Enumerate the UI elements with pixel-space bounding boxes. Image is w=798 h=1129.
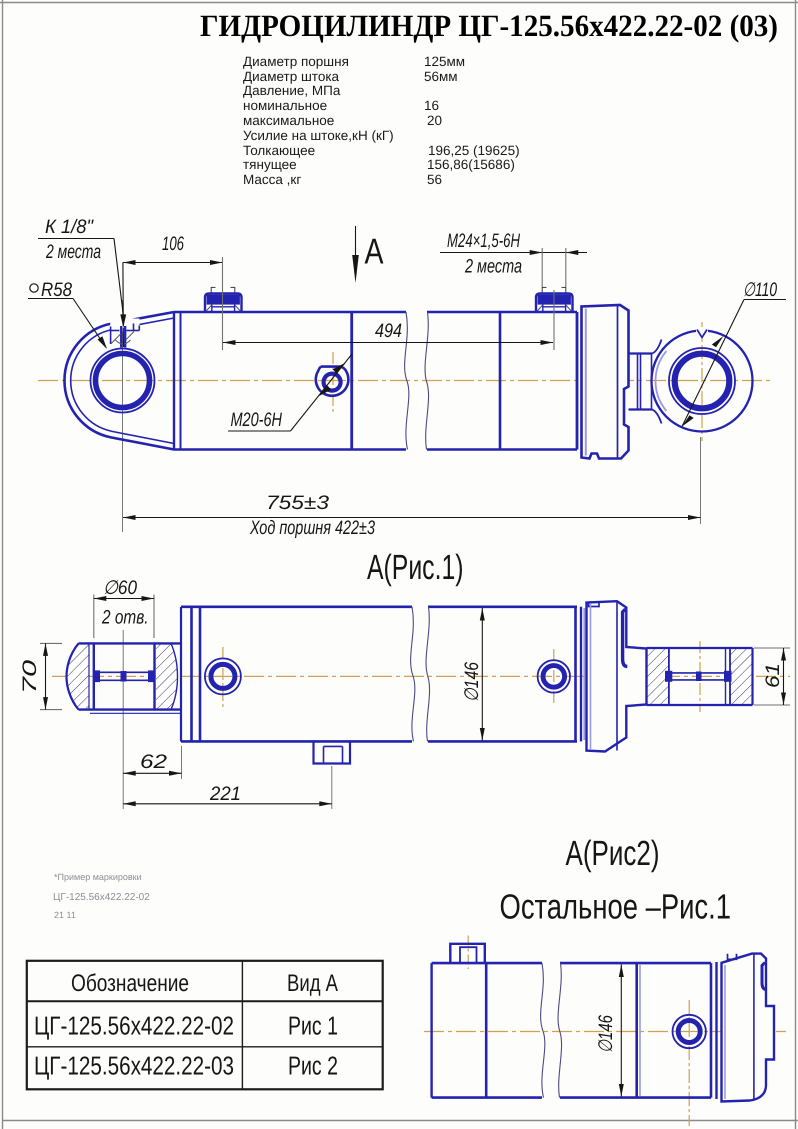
svg-text:тянущее: тянущее xyxy=(243,157,297,172)
svg-text:494: 494 xyxy=(375,320,402,342)
svg-text:2 места: 2 места xyxy=(464,256,522,278)
svg-text:Диаметр штока: Диаметр штока xyxy=(243,69,340,84)
svg-text:16: 16 xyxy=(424,98,439,113)
svg-text:21 11: 21 11 xyxy=(54,910,76,920)
svg-text:61: 61 xyxy=(762,663,784,688)
svg-text:К 1/8": К 1/8" xyxy=(45,216,94,238)
svg-text:∅146: ∅146 xyxy=(595,1015,617,1053)
svg-text:Ход поршня 422±3: Ход поршня 422±3 xyxy=(249,517,375,539)
svg-text:Рис 2: Рис 2 xyxy=(288,1051,338,1081)
svg-text:106: 106 xyxy=(162,233,184,255)
svg-text:ЦГ-125.56х422.22-02: ЦГ-125.56х422.22-02 xyxy=(53,892,150,903)
svg-text:*Пример маркировки: *Пример маркировки xyxy=(54,872,142,882)
svg-text:Усилие на штоке,кН (кГ): Усилие на штоке,кН (кГ) xyxy=(243,128,394,143)
svg-text:70: 70 xyxy=(19,660,41,694)
svg-text:Вид А: Вид А xyxy=(287,970,338,997)
svg-text:Толкающее: Толкающее xyxy=(243,143,315,158)
svg-text:М20-6Н: М20-6Н xyxy=(231,409,283,431)
svg-text:Давление, МПа: Давление, МПа xyxy=(243,83,341,98)
svg-text:62: 62 xyxy=(140,751,167,773)
svg-text:56: 56 xyxy=(427,172,442,187)
svg-text:∅110: ∅110 xyxy=(743,279,777,301)
svg-text:∅146: ∅146 xyxy=(461,662,483,702)
svg-text:Диаметр поршня: Диаметр поршня xyxy=(243,54,349,69)
svg-text:номинальное: номинальное xyxy=(243,98,327,113)
svg-text:А: А xyxy=(365,231,384,272)
svg-text:Масса ,кг: Масса ,кг xyxy=(243,172,301,187)
svg-text:Рис 1: Рис 1 xyxy=(288,1011,338,1041)
svg-text:ГИДРОЦИЛИНДР ЦГ-125.56х422.22: ГИДРОЦИЛИНДР ЦГ-125.56х422.22-02 (03) xyxy=(200,8,778,43)
svg-text:2 места: 2 места xyxy=(45,241,101,263)
svg-text:221: 221 xyxy=(209,783,241,805)
svg-text:ЦГ-125.56х422.22-03: ЦГ-125.56х422.22-03 xyxy=(34,1051,234,1081)
svg-text:156,86(15686): 156,86(15686) xyxy=(427,157,515,172)
svg-text:максимальное: максимальное xyxy=(243,113,334,128)
svg-text:А(Рис2): А(Рис2) xyxy=(566,834,660,873)
svg-text:755±3: 755±3 xyxy=(266,492,329,514)
svg-text:2 отв.: 2 отв. xyxy=(101,607,148,629)
svg-text:R58: R58 xyxy=(41,279,72,301)
svg-text:М24×1,5-6Н: М24×1,5-6Н xyxy=(447,230,521,252)
svg-text:∅60: ∅60 xyxy=(103,577,137,599)
svg-text:56мм: 56мм xyxy=(424,69,458,84)
svg-text:196,25 (19625): 196,25 (19625) xyxy=(428,143,520,158)
svg-text:А(Рис.1): А(Рис.1) xyxy=(367,548,464,587)
svg-text:ЦГ-125.56х422.22-02: ЦГ-125.56х422.22-02 xyxy=(34,1011,234,1041)
svg-text:Обозначение: Обозначение xyxy=(71,970,189,997)
svg-text:125мм: 125мм xyxy=(424,54,465,69)
svg-text:20: 20 xyxy=(427,113,442,128)
svg-text:Остальное –Рис.1: Остальное –Рис.1 xyxy=(500,888,732,927)
